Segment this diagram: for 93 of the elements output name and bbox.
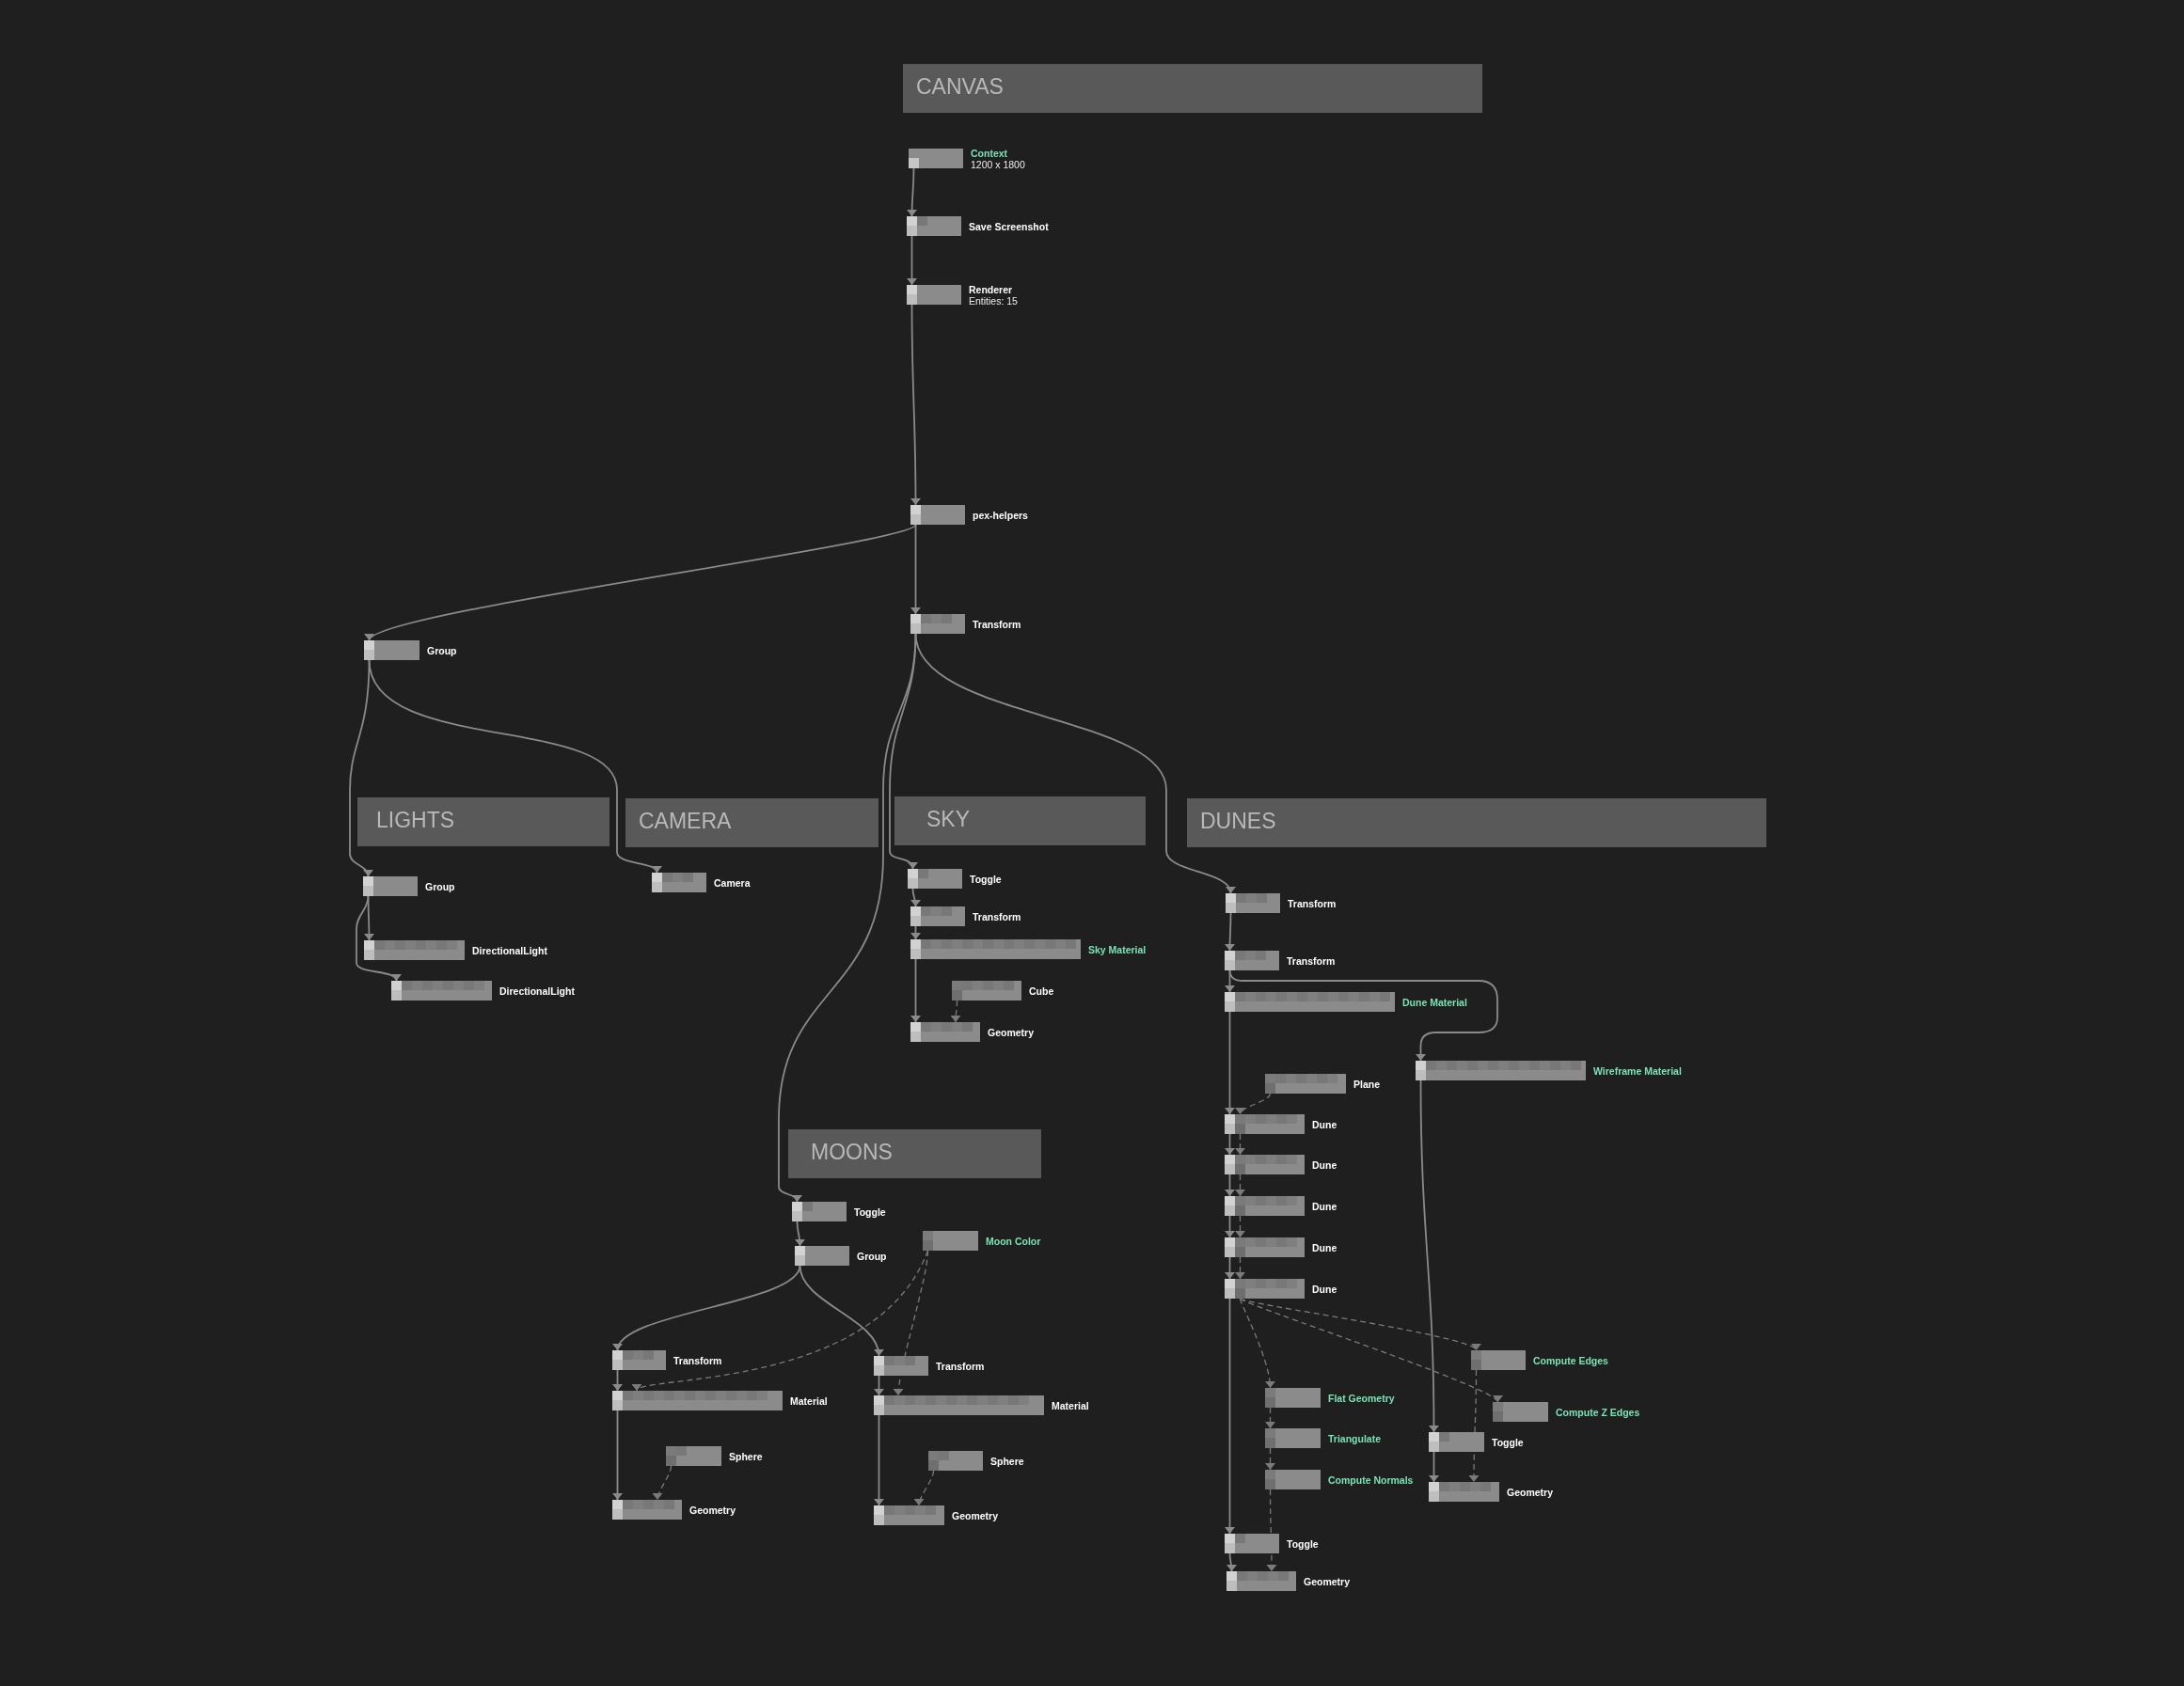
- node-label: DirectionalLight: [499, 985, 575, 997]
- node-label: Transform: [1288, 897, 1337, 909]
- node-label: Triangulate: [1328, 1432, 1381, 1444]
- dashed-connector: [1235, 1133, 1245, 1156]
- dashed-connector: [653, 1465, 673, 1501]
- node-label: Geometry: [952, 1509, 999, 1521]
- connector: [1225, 1011, 1235, 1115]
- connector: [874, 1414, 884, 1506]
- section-band: [788, 1129, 1041, 1178]
- node-label: Dune: [1312, 1200, 1337, 1212]
- node-label: Renderer: [969, 283, 1014, 295]
- dashed-connector: [1235, 1215, 1245, 1238]
- node-label: Geometry: [988, 1026, 1035, 1038]
- connector: [778, 633, 917, 1203]
- dashed-connector: [1237, 1093, 1272, 1115]
- node-label: Dune: [1312, 1158, 1337, 1171]
- connector: [794, 1221, 805, 1247]
- node-label: Moon Color: [986, 1235, 1041, 1247]
- node-label: Geometry: [1304, 1575, 1351, 1587]
- node-label: Wireframe Material: [1593, 1064, 1682, 1077]
- dashed-connector: [1468, 1369, 1480, 1483]
- node-label: Plane: [1353, 1078, 1380, 1090]
- connector: [1225, 1256, 1235, 1280]
- node-label: Geometry: [1507, 1486, 1554, 1498]
- section-title: MOONS: [811, 1139, 893, 1165]
- section-title: CAMERA: [639, 808, 732, 834]
- connector: [910, 958, 921, 1023]
- dashed-connector: [1265, 1407, 1275, 1429]
- connector: [1225, 1133, 1235, 1156]
- dashed-connector: [950, 1000, 961, 1023]
- connector: [1429, 1451, 1439, 1483]
- node-label: Toggle: [1287, 1537, 1319, 1550]
- dashed-connector: [1235, 1174, 1245, 1197]
- section-band: [894, 796, 1146, 845]
- connector: [910, 888, 921, 907]
- connector: [1225, 1174, 1235, 1197]
- dashed-connector: [1235, 1256, 1245, 1280]
- connector: [612, 1410, 623, 1501]
- node-label: Group: [425, 880, 455, 892]
- dashed-connector: [1266, 1489, 1277, 1572]
- connector: [1225, 912, 1236, 952]
- section-title: LIGHTS: [376, 807, 455, 833]
- node-detail: 1200 x 1800: [971, 158, 1025, 170]
- node-label: Compute Normals: [1328, 1473, 1414, 1486]
- node-label: Sphere: [729, 1450, 763, 1462]
- node-label: Toggle: [854, 1205, 886, 1218]
- node-label: Compute Z Edges: [1556, 1406, 1640, 1418]
- section-band: [1187, 798, 1766, 847]
- section-band: [625, 798, 878, 847]
- section-band: [903, 64, 1482, 113]
- node-label: Transform: [936, 1360, 985, 1372]
- node-label: Save Screenshot: [969, 220, 1049, 232]
- node-label: Dune: [1312, 1118, 1337, 1130]
- node-label: Dune: [1312, 1283, 1337, 1295]
- node-label: Group: [427, 644, 457, 656]
- node-detail: Entities: 15: [969, 294, 1018, 307]
- node-label: Toggle: [1492, 1436, 1524, 1448]
- connector: [1228, 969, 1498, 1062]
- node-label: DirectionalLight: [472, 944, 547, 956]
- connector: [1419, 1079, 1439, 1433]
- connector: [1225, 1298, 1235, 1535]
- section-title: CANVAS: [916, 73, 1004, 100]
- connector: [914, 633, 1235, 894]
- node-label: Transform: [973, 618, 1021, 630]
- node-label: Toggle: [970, 873, 1002, 885]
- connector: [910, 925, 921, 940]
- node-label: Camera: [714, 876, 751, 889]
- dashed-connector: [914, 1470, 935, 1506]
- section-band: [357, 797, 609, 846]
- section-title: DUNES: [1200, 808, 1276, 834]
- section-title: SKY: [926, 806, 971, 832]
- node-label: Cube: [1029, 985, 1054, 997]
- node-label: Material: [790, 1394, 828, 1407]
- connector: [907, 235, 917, 286]
- node-label: Material: [1052, 1399, 1089, 1411]
- node-label: Dune Material: [1402, 996, 1467, 1008]
- connector: [1225, 1215, 1235, 1238]
- node-label: Transform: [973, 910, 1021, 922]
- connector: [612, 1369, 623, 1392]
- node-label: Context: [971, 147, 1009, 159]
- node-label: Dune: [1312, 1241, 1337, 1253]
- node-label: pex-helpers: [973, 509, 1028, 521]
- node-label: Compute Edges: [1533, 1354, 1608, 1366]
- node-label: Sphere: [990, 1455, 1024, 1467]
- connector: [910, 304, 921, 506]
- connector: [1226, 1552, 1237, 1572]
- node-label: Geometry: [689, 1504, 736, 1516]
- dashed-connector: [1265, 1447, 1275, 1471]
- node-label: Sky Material: [1088, 943, 1147, 955]
- connector: [368, 659, 660, 874]
- connector: [356, 895, 400, 982]
- connector: [907, 167, 918, 217]
- node-label: Transform: [1287, 954, 1336, 967]
